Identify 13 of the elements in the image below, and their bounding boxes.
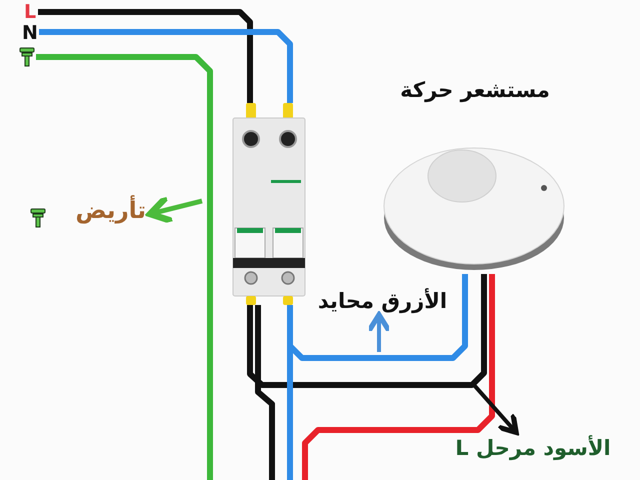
sensor-title: مستشعر حركة <box>399 78 551 102</box>
wire <box>302 274 495 480</box>
wire-label: الأسود مرحل L <box>448 430 618 466</box>
wire <box>39 29 293 103</box>
wire-label: L <box>22 2 38 22</box>
pointer-arrow <box>472 384 519 435</box>
wire-label: الأزرق محايد <box>310 284 455 318</box>
wire <box>38 9 253 103</box>
wire <box>255 305 275 480</box>
pointer-arrow <box>366 312 392 352</box>
wire <box>36 54 213 480</box>
wire <box>247 274 487 388</box>
wire-label: N <box>21 22 39 44</box>
